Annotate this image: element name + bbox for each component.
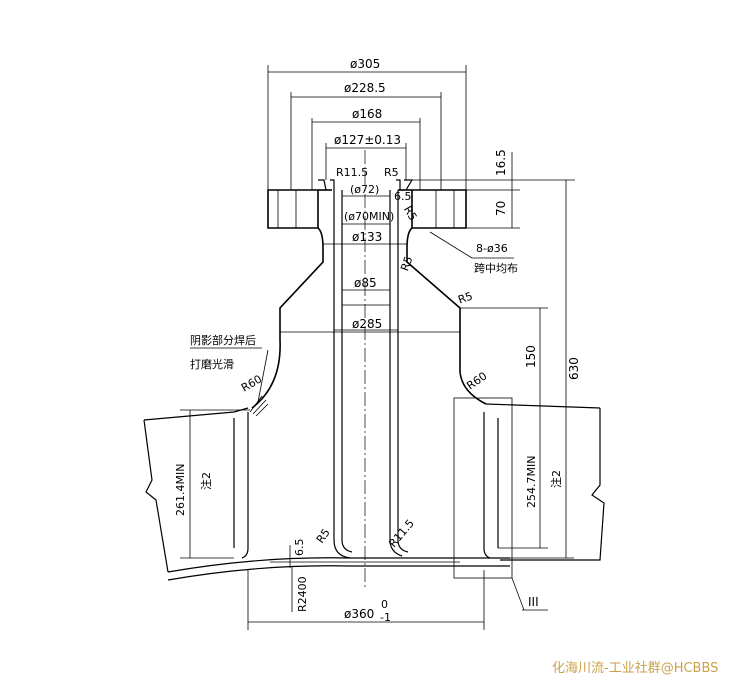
dim-r5-bottom: R5	[314, 526, 333, 545]
dim-6-5-bottom: 6.5	[293, 539, 306, 557]
dim-6-5-top: 6.5	[394, 190, 412, 203]
weld-hatch	[249, 395, 269, 417]
vertical-dims	[180, 152, 575, 612]
dim-d360-tol-upper: 0	[381, 598, 388, 611]
part-outline	[143, 179, 605, 581]
dim-r11-5-bottom: R11.5	[386, 517, 417, 550]
dim-r5-mid: R5	[398, 254, 415, 272]
dim-16-5: 16.5	[494, 149, 508, 176]
dim-261-4min: 261.4MIN	[174, 464, 187, 516]
dim-d360: ø360	[344, 607, 374, 621]
dim-d127: ø127±0.13	[334, 133, 401, 147]
dim-d70min: (ø70MIN)	[344, 210, 394, 223]
dim-d72: (ø72)	[350, 183, 379, 196]
dim-d85: ø85	[354, 276, 377, 290]
note-right: 注2	[549, 470, 563, 488]
dim-r60-right: R60	[464, 369, 489, 392]
dim-d305: ø305	[350, 57, 380, 71]
horizontal-dims	[247, 65, 485, 630]
leaders	[190, 231, 548, 611]
dim-150: 150	[524, 345, 538, 368]
dim-70: 70	[494, 201, 508, 216]
weld-note-line-2: 打磨光滑	[190, 357, 234, 371]
dim-630: 630	[567, 357, 581, 380]
dim-d285: ø285	[352, 317, 382, 331]
bolt-note-label: 跨中均布	[474, 262, 518, 275]
dim-d360-tol-lower: -1	[380, 611, 391, 624]
bolt-holes-label: 8-ø36	[476, 242, 508, 255]
dim-r5-shoulder: R5	[456, 289, 474, 306]
dim-d133: ø133	[352, 230, 382, 244]
dim-r5-top: R5	[384, 166, 399, 179]
dim-254-7min: 254.7MIN	[525, 456, 538, 508]
note-left: 注2	[199, 472, 213, 490]
dim-r5-right-top: R5	[401, 204, 420, 223]
section-mark: III	[528, 595, 539, 609]
weld-note-line-1: 阴影部分焊后	[190, 333, 256, 347]
watermark: 化海川流-工业社群@HCBBS	[552, 660, 718, 676]
dim-d228-5: ø228.5	[344, 81, 386, 95]
dim-r2400: R2400	[296, 576, 309, 612]
dim-r11-5-top: R11.5	[336, 166, 368, 179]
dim-d168: ø168	[352, 107, 382, 121]
